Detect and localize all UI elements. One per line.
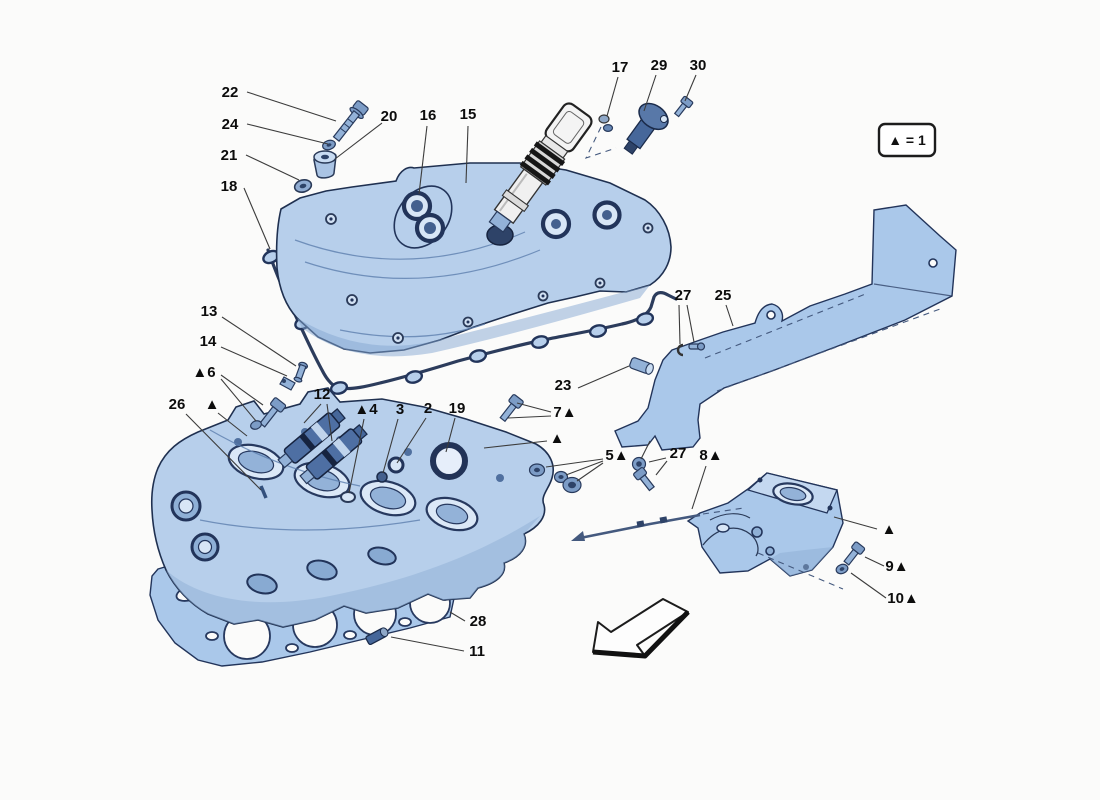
fitting-14 (279, 376, 296, 391)
bolt-7 (499, 394, 524, 423)
callout-23: 23 (555, 377, 572, 394)
callout-16: 16 (420, 107, 437, 124)
callout-29: 29 (651, 57, 668, 74)
washer-6 (250, 420, 262, 430)
clip-screw-27-upper (676, 342, 706, 357)
legend-label: ▲ = 1 (888, 132, 926, 148)
plug-17 (598, 114, 614, 132)
direction-arrow-icon (592, 598, 690, 659)
washer-10 (835, 563, 849, 575)
callout-5▲: 5▲ (605, 447, 628, 464)
callout-▲: ▲ (205, 396, 220, 413)
callout-layer: 22 24 21 18 20 16 15 17 29 30 13 14 ▲6 26 ▲ 12 ▲4 3 2 19 27 2… (169, 57, 919, 660)
callout-7▲: 7▲ (553, 404, 576, 421)
valve-cover (275, 162, 672, 357)
callout-3: 3 (396, 401, 404, 418)
callout-26: 26 (169, 396, 186, 413)
callout-18: 18 (221, 178, 238, 195)
callout-12: 12 (314, 386, 331, 403)
stud-26 (259, 485, 268, 499)
sensor-bolt-30 (673, 95, 694, 118)
callout-21: 21 (221, 147, 238, 164)
callout-11: 11 (469, 643, 485, 660)
spacer-23 (629, 357, 654, 375)
cover-bolt-22 (332, 100, 369, 142)
stud-13 (293, 361, 309, 383)
callout-9▲: 9▲ (885, 558, 908, 575)
solenoid-valves (277, 408, 368, 485)
callout-30: 30 (690, 57, 707, 74)
seal-3 (376, 471, 388, 483)
cable-rod (571, 507, 745, 541)
callout-14: 14 (200, 333, 217, 350)
leader-lines (185, 74, 887, 652)
callout-27: 27 (675, 287, 692, 304)
seal-19 (430, 442, 468, 480)
callout-28: 28 (470, 613, 487, 630)
bolt-6 (250, 397, 287, 430)
callout-25: 25 (715, 287, 732, 304)
heat-shield (614, 204, 957, 451)
oil-separator-boss (393, 185, 453, 249)
caps-5 (528, 463, 582, 494)
callout-▲4: ▲4 (354, 401, 378, 418)
locating-dowel (365, 627, 389, 646)
callout-22: 22 (222, 84, 239, 101)
hole-4 (340, 491, 356, 503)
ignition-coil (488, 102, 593, 233)
callout-▲: ▲ (550, 430, 565, 447)
callout-▲6: ▲6 (192, 364, 215, 381)
callout-20: 20 (381, 108, 398, 125)
callout-8▲: 8▲ (699, 447, 722, 464)
callout-17: 17 (612, 59, 629, 76)
legend-box: ▲ = 1 (877, 122, 937, 158)
camshaft-sensor (623, 102, 669, 155)
callout-▲: ▲ (882, 521, 897, 538)
support-bracket (686, 472, 844, 577)
callout-24: 24 (222, 116, 239, 133)
callout-10▲: 10▲ (887, 590, 919, 607)
cap-20 (313, 150, 337, 179)
seal-2 (387, 456, 405, 474)
washer-24 (322, 139, 336, 151)
callout-19: 19 (449, 400, 466, 417)
callout-27: 27 (670, 445, 687, 462)
callout-13: 13 (201, 303, 218, 320)
bolt-9 (843, 541, 866, 566)
washer-bolt-27-lower (631, 440, 655, 492)
callout-2: 2 (424, 400, 432, 417)
cylinder-head (150, 387, 554, 628)
cover-bolt-holes (325, 213, 654, 344)
callout-15: 15 (460, 106, 477, 123)
grommet-21 (293, 179, 313, 193)
